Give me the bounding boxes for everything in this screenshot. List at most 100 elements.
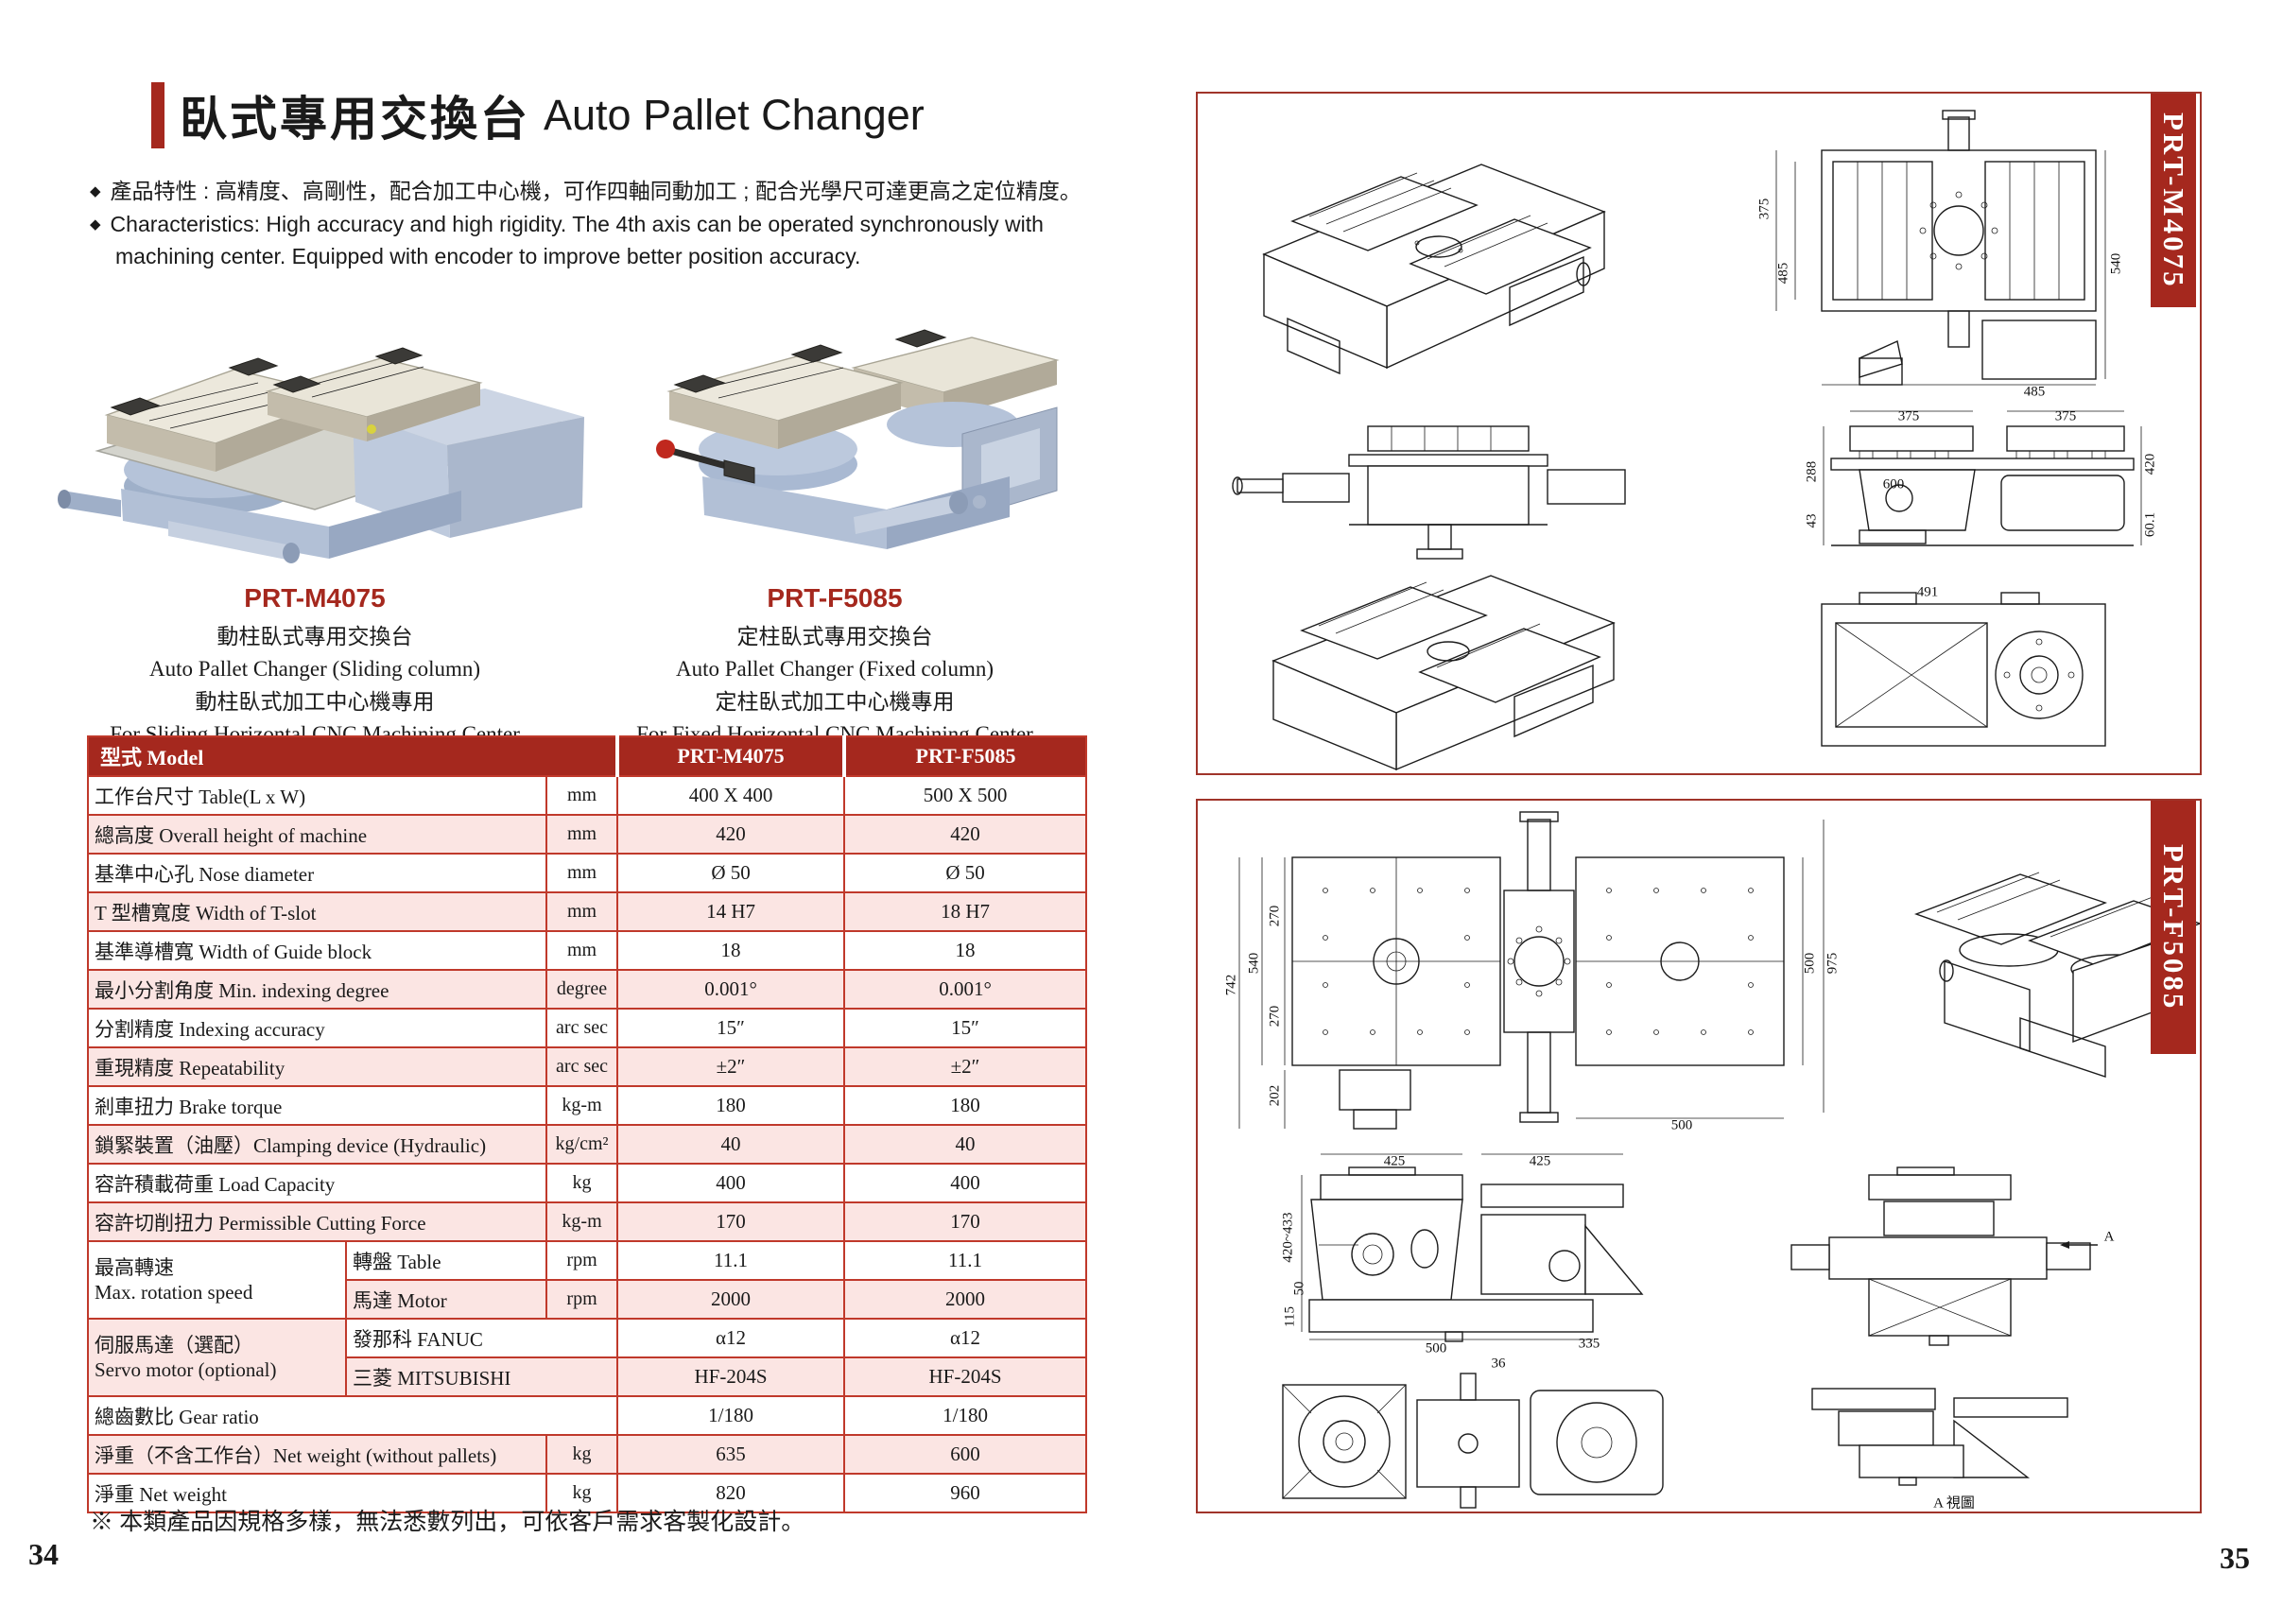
spec-value-f5085: 40	[843, 1124, 1088, 1165]
photo-illustration-sliding-column	[58, 347, 584, 563]
spec-label: 工作台尺寸 Table(L x W)	[87, 775, 547, 816]
product-characteristics: ◆ 產品特性 : 高精度、高剛性，配合加工中心機，可作四軸同動加工 ; 配合光學…	[90, 175, 1081, 273]
spec-value-f5085: 1/180	[843, 1395, 1088, 1436]
spec-value-m4075: 400 X 400	[616, 775, 846, 816]
characteristics-text-en: Characteristics: High accuracy and high …	[110, 211, 1044, 236]
spec-value-f5085: α12	[843, 1318, 1088, 1358]
top-view	[1238, 811, 1825, 1130]
spec-sub-label: 轉盤 Table	[345, 1240, 547, 1281]
rear-view	[1821, 592, 2106, 747]
spec-unit: mm	[545, 891, 619, 932]
tab-prt-f5085: PRT-F5085	[2151, 801, 2196, 1054]
iso-view-top	[1262, 164, 1606, 375]
spec-value-m4075: 15″	[616, 1008, 846, 1048]
caption-cjk: 定柱臥式專用交換台	[736, 625, 933, 649]
title-accent-bar	[151, 82, 164, 148]
side-view	[1790, 1166, 2098, 1346]
page-number-left: 34	[28, 1537, 59, 1571]
spec-table: 型式 Model PRT-M4075 PRT-F5085 工作台尺寸 Table…	[86, 735, 1088, 1513]
photo-illustration-fixed-column	[656, 329, 1060, 549]
spec-label: 總高度 Overall height of machine	[87, 814, 547, 855]
spec-label: 剎車扭力 Brake torque	[87, 1085, 547, 1126]
characteristics-text-cjk: 產品特性 : 高精度、高剛性，配合加工中心機，可作四軸同動加工 ; 配合光學尺可…	[110, 179, 1081, 203]
spec-value-f5085: 0.001°	[843, 969, 1088, 1010]
spec-value-m4075: 11.1	[616, 1240, 846, 1281]
spec-value-m4075: 820	[616, 1473, 846, 1513]
spec-value-f5085: 180	[843, 1085, 1088, 1126]
spec-value-m4075: 420	[616, 814, 846, 855]
spec-header-col-f5085: PRT-F5085	[842, 735, 1088, 777]
characteristics-text-en2: machining center. Equipped with encoder …	[115, 244, 861, 268]
page-title-en: Auto Pallet Changer	[544, 91, 925, 139]
spec-unit: kg	[545, 1434, 619, 1475]
spec-value-f5085: HF-204S	[843, 1356, 1088, 1397]
spec-value-f5085: 420	[843, 814, 1088, 855]
caption-en: Auto Pallet Changer (Sliding column)	[148, 657, 481, 682]
model-name: PRT-F5085	[767, 583, 903, 613]
spec-value-m4075: HF-204S	[616, 1356, 846, 1397]
spec-value-f5085: 2000	[843, 1279, 1088, 1320]
spec-value-m4075: 400	[616, 1163, 846, 1203]
spec-label: 容許積載荷重 Load Capacity	[87, 1163, 547, 1203]
characteristics-line-en2: machining center. Equipped with encoder …	[115, 240, 1081, 273]
spec-value-m4075: 170	[616, 1201, 846, 1242]
spec-unit: arc sec	[545, 1008, 619, 1048]
spec-label: 總齒數比 Gear ratio	[86, 1395, 619, 1436]
bullet-diamond-icon: ◆	[90, 216, 101, 233]
front-view	[1301, 1153, 1644, 1342]
spec-label: 基準導槽寬 Width of Guide block	[87, 930, 547, 971]
page-number-right: 35	[2220, 1541, 2250, 1575]
page-title: 臥式專用交換台 Auto Pallet Changer	[151, 81, 925, 149]
caption-prt-f5085: PRT-F5085 定柱臥式專用交換台 Auto Pallet Changer …	[575, 579, 1095, 751]
spec-header-model: 型式 Model	[86, 735, 620, 777]
top-view	[1775, 110, 2106, 386]
spec-value-f5085: 500 X 500	[843, 775, 1088, 816]
spec-value-f5085: 600	[843, 1434, 1088, 1475]
spec-unit: kg-m	[545, 1085, 619, 1126]
spec-label: 重現精度 Repeatability	[87, 1046, 547, 1087]
front-view-dimensioned	[1823, 410, 2142, 546]
model-name: PRT-M4075	[244, 583, 386, 613]
product-photo-prt-f5085	[613, 302, 1085, 571]
spec-value-m4075: 635	[616, 1434, 846, 1475]
spec-unit: arc sec	[545, 1046, 619, 1087]
spec-label: 分割精度 Indexing accuracy	[87, 1008, 547, 1048]
spec-value-m4075: 14 H7	[616, 891, 846, 932]
iso-view-bottom	[1271, 575, 1616, 771]
caption-cjk: 定柱臥式加工中心機專用	[715, 689, 955, 714]
spec-label: 基準中心孔 Nose diameter	[87, 853, 547, 893]
spec-sub-label: 馬達 Motor	[345, 1279, 547, 1320]
spec-value-m4075: Ø 50	[616, 853, 846, 893]
product-photos	[55, 295, 1095, 571]
spec-value-m4075: 2000	[616, 1279, 846, 1320]
spec-value-f5085: 15″	[843, 1008, 1088, 1048]
spec-label: 淨重 Net weight	[87, 1473, 547, 1513]
product-photo-prt-m4075	[55, 302, 613, 571]
iso-view	[1913, 872, 2200, 1078]
spec-unit: kg-m	[545, 1201, 619, 1242]
characteristics-line-cjk: ◆ 產品特性 : 高精度、高剛性，配合加工中心機，可作四軸同動加工 ; 配合光學…	[90, 175, 1081, 208]
side-view-a	[1811, 1388, 2068, 1486]
spec-value-m4075: 18	[616, 930, 846, 971]
spec-value-m4075: 1/180	[616, 1395, 846, 1436]
page-title-cjk: 臥式專用交換台	[180, 93, 530, 146]
spec-value-f5085: 11.1	[843, 1240, 1088, 1281]
footer-note: ※ 本類產品因規格多樣，無法悉數列出，可依客戶需求客製化設計。	[90, 1510, 805, 1535]
spec-sub-label: 三菱 MITSUBISHI	[344, 1356, 619, 1397]
spec-unit: kg	[545, 1473, 619, 1513]
spec-row: 鎖緊裝置（油壓）Clamping device (Hydraulic)kg/cm…	[87, 1124, 1088, 1165]
